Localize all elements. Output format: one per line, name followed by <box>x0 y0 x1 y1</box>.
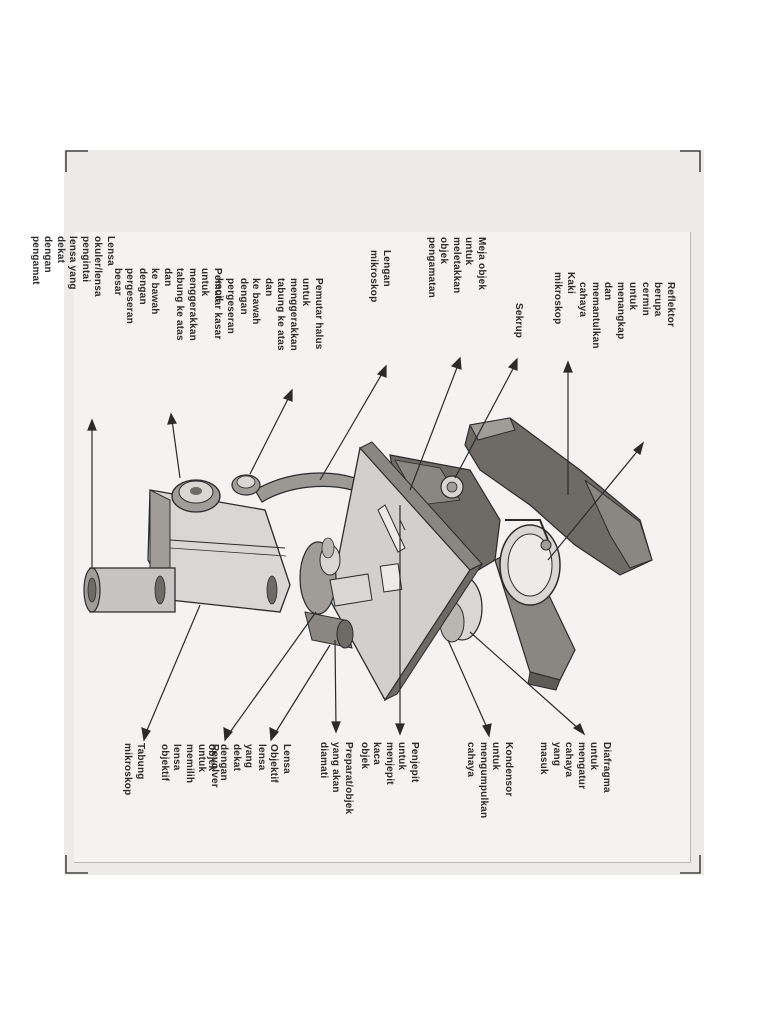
label-preparat-text: Preparat/objek yang akan diamati <box>318 742 354 815</box>
microscope-illustration <box>83 356 653 742</box>
arm <box>254 454 501 576</box>
label-tabung-text: Tabung mikroskop <box>122 743 147 796</box>
label-meja-objek-text: Meja objek untuk meletakkan objek pengam… <box>426 237 487 298</box>
focus-knobs <box>171 474 261 513</box>
label-sekrup-text: Sekrup <box>513 303 524 339</box>
microscope-diagram <box>74 232 691 863</box>
label-reflektor-text: Reflektor berupa cermin untuk menangkap … <box>577 282 677 349</box>
label-kondensor-text: Kondensor untuk mengumpulkan cahaya <box>465 742 515 819</box>
label-pemutar-kasar-text: Pemutar kasar untuk menggerakkan tabung … <box>112 268 223 341</box>
label-pemutar-halus-text: Pemutar halus untuk menggerakkan tabung … <box>213 278 324 351</box>
label-lensa-objektif-text: Lensa Objektif lensa yang dekat dengan o… <box>206 744 292 783</box>
label-kaki-text: Kaki mikroskop <box>552 272 577 325</box>
revolver <box>299 537 373 649</box>
body-tube <box>83 489 291 613</box>
label-lengan-text: Lengan mikroskop <box>368 250 393 303</box>
label-lensa-okuler-text: Lensa okuler/lensa pengintai lensa yang … <box>30 236 116 297</box>
leader-lines <box>87 356 645 742</box>
label-penjepit-text: Penjepit untuk menjepit kaca objek <box>359 742 420 785</box>
label-diafragma-text: Diafragma untuk mengatur cahaya yang mas… <box>538 742 613 793</box>
mirror <box>499 519 561 606</box>
